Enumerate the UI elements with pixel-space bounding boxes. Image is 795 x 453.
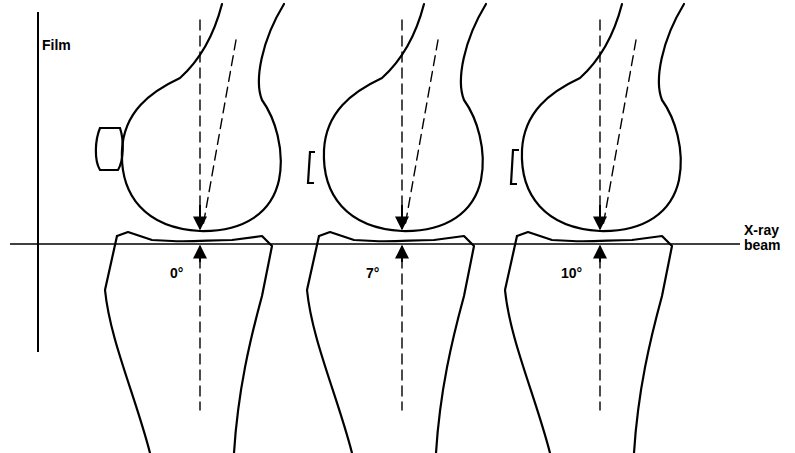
angle-label: 7° bbox=[366, 266, 379, 281]
angle-label: 10° bbox=[561, 266, 582, 281]
knee-10 bbox=[505, 4, 684, 453]
beam-label: X-ray beam bbox=[742, 222, 792, 255]
knee-0 bbox=[96, 4, 284, 453]
knee-7 bbox=[307, 4, 486, 453]
beam-line bbox=[10, 243, 740, 245]
angle-label: 0° bbox=[170, 266, 183, 281]
film-label: Film bbox=[42, 38, 71, 53]
film-line bbox=[37, 12, 39, 352]
